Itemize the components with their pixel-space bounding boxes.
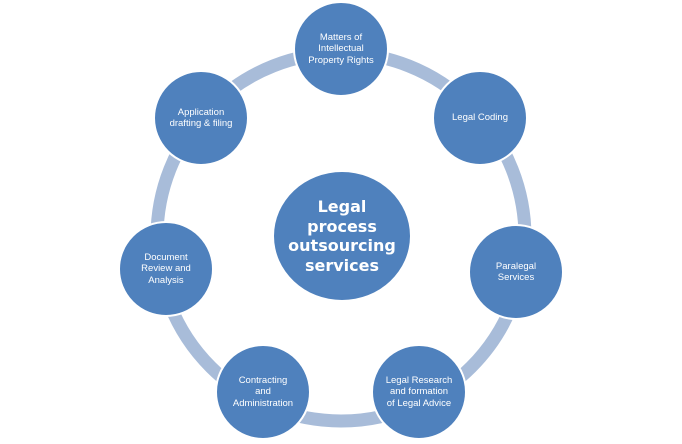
node-legal-coding: Legal Coding xyxy=(432,70,528,166)
node-label: Application drafting & filing xyxy=(169,106,233,130)
node-label: Document Review and Analysis xyxy=(141,251,191,286)
node-document-review-and-analysis: Document Review and Analysis xyxy=(118,221,214,317)
node-application-drafting-and-filing: Application drafting & filing xyxy=(153,70,249,166)
node-label: Contracting and Administration xyxy=(232,374,294,409)
node-label: Matters of Intellectual Property Rights xyxy=(308,31,374,66)
node-label: Legal Research and formation of Legal Ad… xyxy=(385,374,453,409)
node-label: Paralegal Services xyxy=(495,260,537,284)
node-contracting-and-administration: Contracting and Administration xyxy=(215,344,311,440)
center-node-legal-process-outsourcing: Legal process outsourcing services xyxy=(272,170,412,302)
node-matters-of-intellectual-property-rights: Matters of Intellectual Property Rights xyxy=(293,1,389,97)
center-node-label: Legal process outsourcing services xyxy=(288,197,396,275)
node-paralegal-services: Paralegal Services xyxy=(468,224,564,320)
node-legal-research-and-advice: Legal Research and formation of Legal Ad… xyxy=(371,344,467,440)
node-label: Legal Coding xyxy=(452,112,508,124)
